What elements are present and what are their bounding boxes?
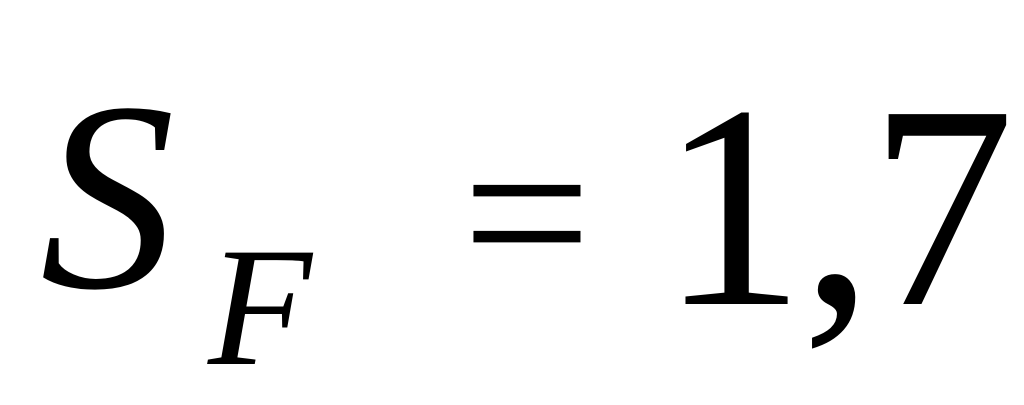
equals-sign: = bbox=[462, 85, 592, 340]
formula-subscript: F bbox=[208, 213, 312, 401]
formula-value: 1,7 bbox=[660, 46, 1014, 367]
formula-symbol: S bbox=[40, 47, 175, 346]
